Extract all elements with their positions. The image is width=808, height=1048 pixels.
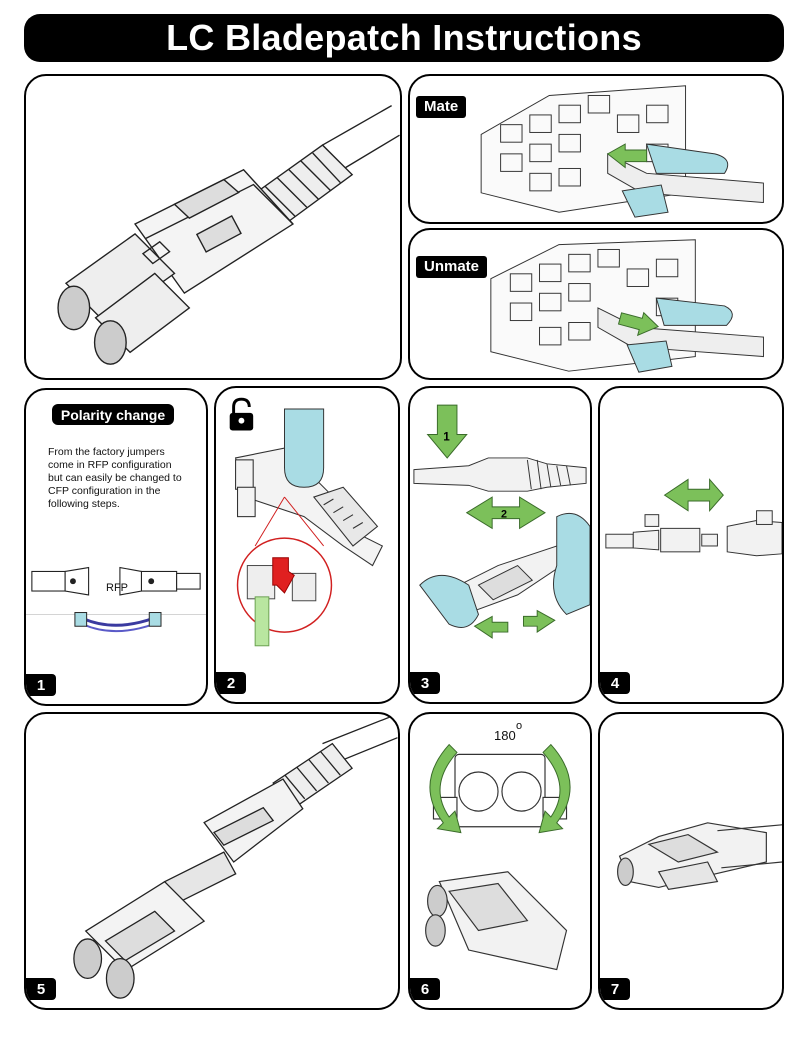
step7-badge: 7 bbox=[600, 978, 630, 1000]
step4-panel: 4 bbox=[598, 386, 784, 704]
step1-badge: 1 bbox=[26, 674, 56, 696]
step3-badge: 3 bbox=[410, 672, 440, 694]
step6-panel: 180 o 6 bbox=[408, 712, 592, 1010]
mate-label: Mate bbox=[416, 96, 467, 118]
step7-illustration bbox=[617, 822, 782, 891]
polarity-description: From the factory jumpers come in RFP con… bbox=[48, 446, 182, 510]
rotation-label: 180 bbox=[494, 728, 516, 743]
hero-connector-panel bbox=[24, 74, 402, 380]
arrow1-label: 1 bbox=[443, 430, 450, 443]
arrow2-label: 2 bbox=[501, 509, 507, 521]
unlock-icon bbox=[229, 397, 254, 431]
step1-panel: Polarity change From the factory jumpers… bbox=[24, 388, 208, 706]
rfp-diagram bbox=[26, 566, 206, 633]
step3-panel: 1 2 3 bbox=[408, 386, 592, 704]
step5-illustration bbox=[73, 714, 398, 999]
polarity-change-heading: Polarity change bbox=[52, 404, 174, 425]
step2-panel: 2 bbox=[214, 386, 400, 704]
rfp-label: RFP bbox=[106, 582, 128, 594]
step6-illustration bbox=[425, 743, 571, 971]
unmate-illustration bbox=[490, 239, 764, 373]
step5-badge: 5 bbox=[26, 978, 56, 1000]
mate-illustration bbox=[480, 85, 764, 218]
step3-illustration: 1 2 bbox=[413, 404, 590, 639]
step2-badge: 2 bbox=[216, 672, 246, 694]
step6-badge: 6 bbox=[410, 978, 440, 1000]
step4-illustration bbox=[605, 478, 782, 557]
step7-panel: 7 bbox=[598, 712, 784, 1010]
page-title: LC Bladepatch Instructions bbox=[166, 17, 642, 58]
step2-illustration bbox=[229, 397, 384, 647]
unmate-label: Unmate bbox=[416, 256, 488, 278]
connector-illustration bbox=[57, 105, 400, 365]
title-bar: LC Bladepatch Instructions bbox=[24, 14, 784, 62]
rotation-degree-symbol: o bbox=[516, 720, 523, 732]
mate-panel: Mate bbox=[408, 74, 784, 224]
step4-badge: 4 bbox=[600, 672, 630, 694]
unmate-panel: Unmate bbox=[408, 228, 784, 380]
step5-panel: 5 bbox=[24, 712, 400, 1010]
